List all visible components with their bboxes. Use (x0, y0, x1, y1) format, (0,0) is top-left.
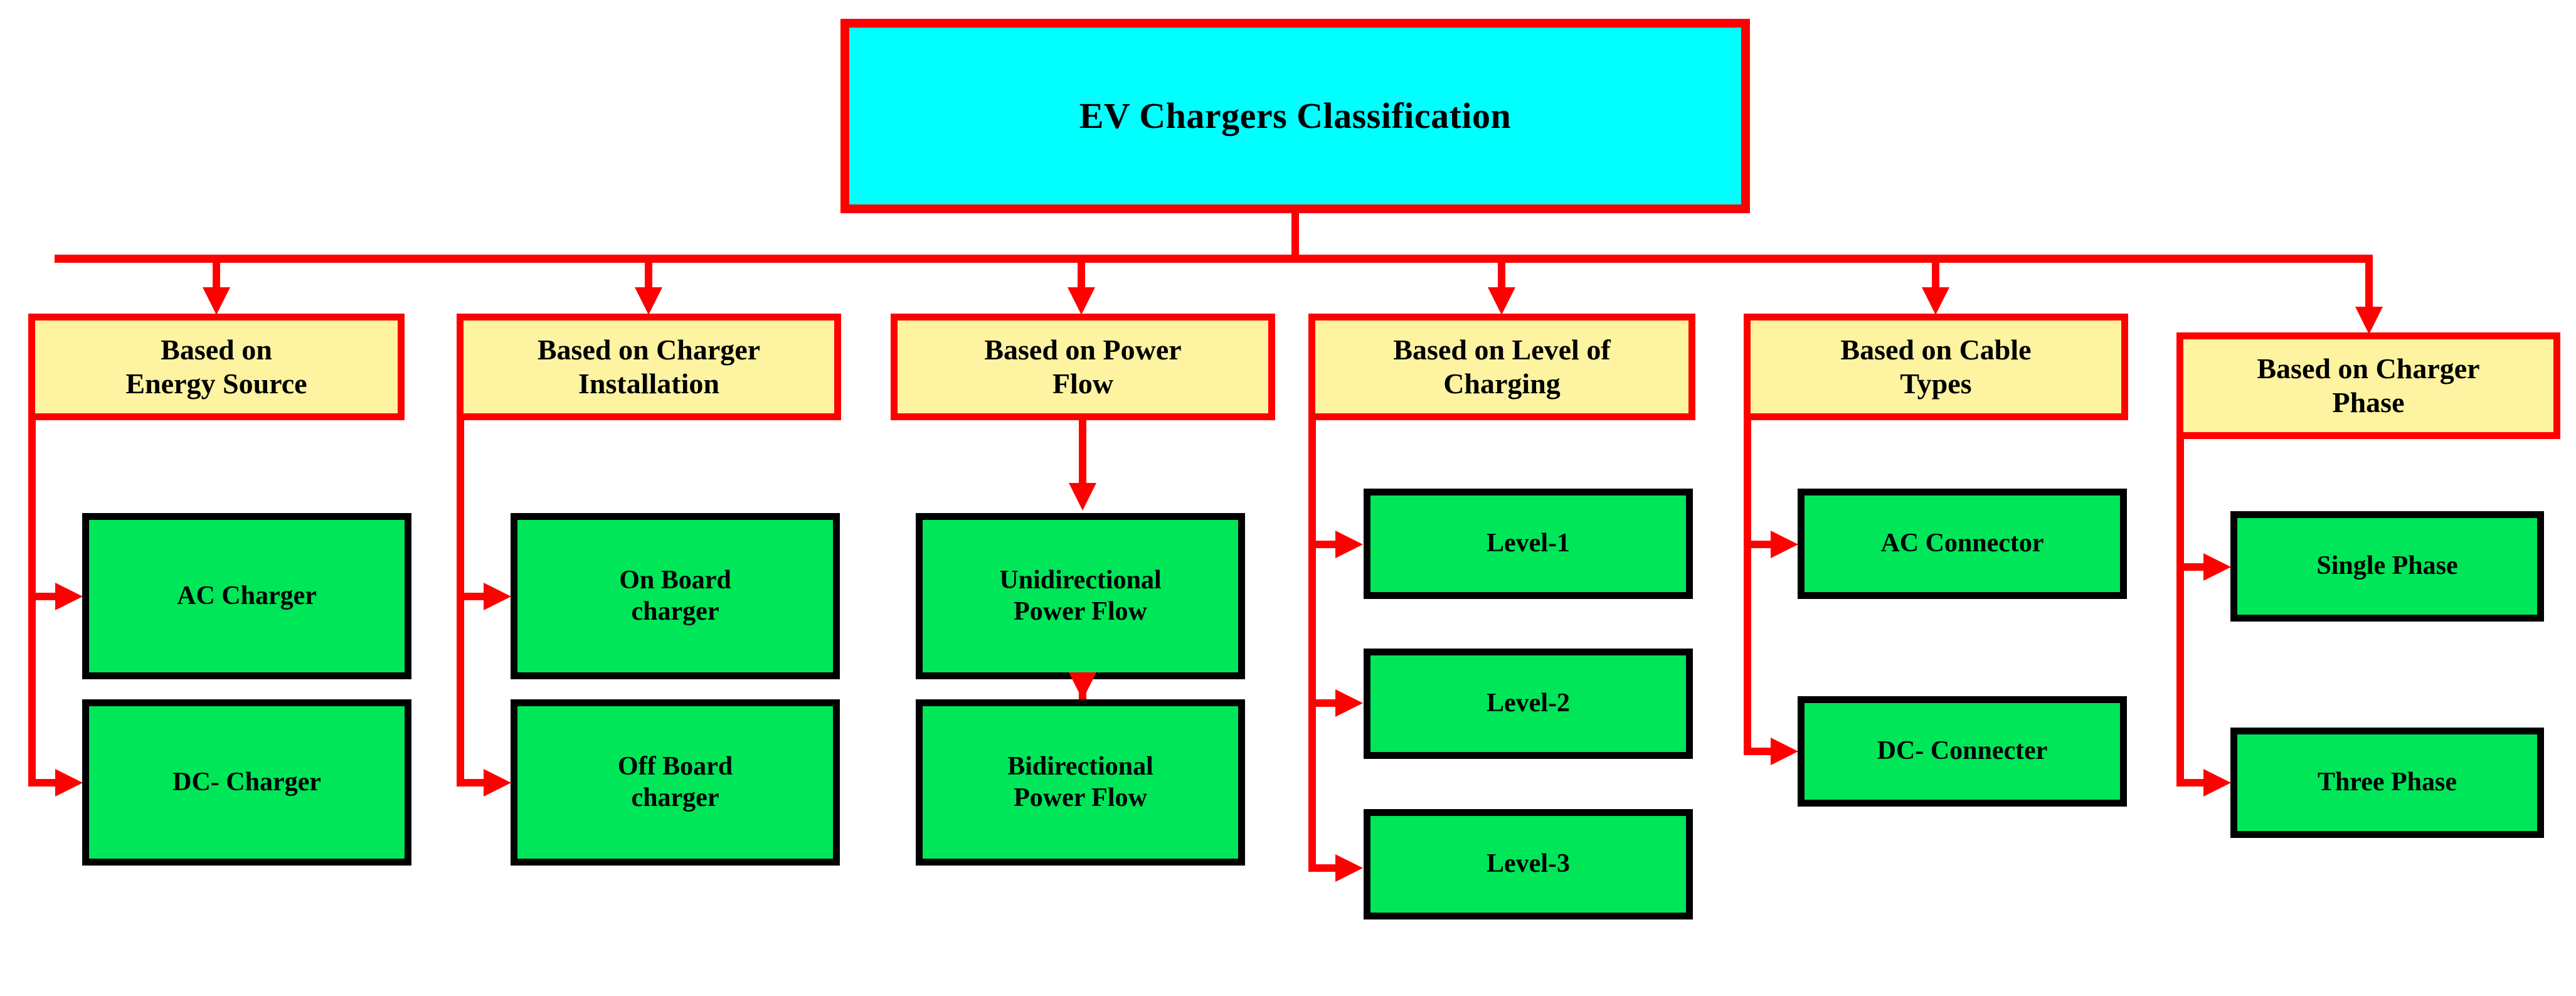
leaf-node-level-1: Level-1 (1364, 489, 1693, 599)
branch-arrow-4 (1488, 287, 1515, 315)
branch2-arrow-2 (484, 769, 511, 797)
leaf-node-bidirectional-power-flow: Bidirectional Power Flow (916, 699, 1245, 866)
branch-drop-line-6 (2365, 255, 2373, 311)
branch1-arrow-1 (55, 583, 83, 610)
branch-drop-line-2 (645, 255, 652, 291)
branch6-spine (2176, 435, 2184, 787)
branch-arrow-6 (2355, 307, 2383, 334)
branch-arrow-1 (203, 287, 230, 315)
leaf-label-line1: Off Board (617, 751, 733, 781)
leaf-node-ac-charger: AC Charger (82, 513, 411, 679)
leaf-node-level-3: Level-3 (1364, 809, 1693, 919)
branch1-spine (28, 416, 36, 787)
branch5-spine (1744, 416, 1751, 755)
branch-bus-line (55, 255, 2369, 263)
category-label-line2: Flow (1052, 368, 1114, 400)
branch6-arrow-1 (2203, 553, 2231, 581)
leaf-node-dc-charger: DC- Charger (82, 699, 411, 866)
category-node-charger-installation: Based on Charger Installation (457, 314, 841, 420)
leaf-node-level-2: Level-2 (1364, 649, 1693, 759)
leaf-label: AC Connector (1880, 529, 2044, 558)
leaf-label-line2: charger (631, 596, 719, 626)
category-node-level-of-charging: Based on Level of Charging (1308, 314, 1695, 420)
branch1-arrow-2 (55, 769, 83, 797)
branch2-arrow-1 (484, 583, 511, 610)
category-node-power-flow: Based on Power Flow (891, 314, 1275, 420)
branch4-arrow-3 (1335, 854, 1363, 882)
branch-drop-line-4 (1498, 255, 1505, 291)
category-label-line1: Based on Power (984, 333, 1182, 366)
leaf-label-line1: Unidirectional (999, 565, 1162, 595)
branch5-arrow-2 (1771, 738, 1798, 765)
branch3-stem-1 (1079, 416, 1086, 485)
category-label-line2: Charging (1443, 368, 1561, 400)
branch6-arrow-2 (2203, 769, 2231, 797)
branch-drop-line-1 (213, 255, 220, 291)
branch-arrow-2 (635, 287, 662, 315)
leaf-node-off-board-charger: Off Board charger (511, 699, 840, 866)
leaf-node-single-phase: Single Phase (2230, 511, 2544, 622)
category-node-cable-types: Based on Cable Types (1744, 314, 2128, 420)
leaf-label: Single Phase (2316, 551, 2458, 581)
category-label-line1: Based on Charger (2257, 352, 2480, 384)
leaf-label-line1: On Board (619, 565, 731, 595)
category-label-line2: Types (1900, 368, 1972, 400)
category-label-line1: Based on Cable (1840, 333, 2032, 366)
leaf-node-three-phase: Three Phase (2230, 728, 2544, 838)
leaf-label: Three Phase (2317, 768, 2457, 797)
branch-drop-line-3 (1078, 255, 1085, 291)
leaf-label-line2: charger (631, 783, 719, 812)
branch4-arrow-2 (1335, 689, 1363, 717)
category-node-energy-source: Based on Energy Source (28, 314, 405, 420)
branch2-spine (457, 416, 464, 787)
leaf-node-dc-connecter: DC- Connecter (1798, 696, 2127, 807)
branch3-arrow-2 (1069, 672, 1096, 700)
branch5-arrow-1 (1771, 531, 1798, 558)
leaf-node-unidirectional-power-flow: Unidirectional Power Flow (916, 513, 1245, 679)
category-node-charger-phase: Based on Charger Phase (2176, 332, 2560, 439)
leaf-label: DC- Connecter (1877, 736, 2048, 766)
category-label-line2: Energy Source (125, 368, 307, 400)
leaf-label-line2: Power Flow (1014, 783, 1147, 812)
branch4-arrow-1 (1335, 531, 1363, 558)
category-label-line1: Based on Level of (1393, 333, 1611, 366)
leaf-label: DC- Charger (172, 767, 321, 797)
category-label-line1: Based on Charger (537, 333, 761, 366)
leaf-node-on-board-charger: On Board charger (511, 513, 840, 679)
branch-arrow-3 (1068, 287, 1095, 315)
branch4-spine (1308, 416, 1316, 872)
leaf-node-ac-connector: AC Connector (1798, 489, 2127, 599)
leaf-label: Level-3 (1487, 849, 1570, 879)
leaf-label: Level-1 (1487, 529, 1570, 558)
root-stem-line (1291, 213, 1299, 258)
leaf-label: Level-2 (1487, 689, 1570, 718)
category-label-line2: Phase (2332, 386, 2405, 418)
root-node-ev-chargers-classification: EV Chargers Classification (840, 19, 1750, 213)
leaf-label: AC Charger (177, 581, 317, 610)
root-node-label: EV Chargers Classification (1079, 95, 1512, 136)
category-label-line1: Based on (161, 333, 272, 366)
branch3-arrow-1 (1069, 483, 1096, 511)
branch-arrow-5 (1922, 287, 1949, 315)
leaf-label-line2: Power Flow (1014, 596, 1147, 626)
category-label-line2: Installation (578, 368, 719, 400)
leaf-label-line1: Bidirectional (1007, 751, 1153, 781)
branch-drop-line-5 (1932, 255, 1939, 291)
